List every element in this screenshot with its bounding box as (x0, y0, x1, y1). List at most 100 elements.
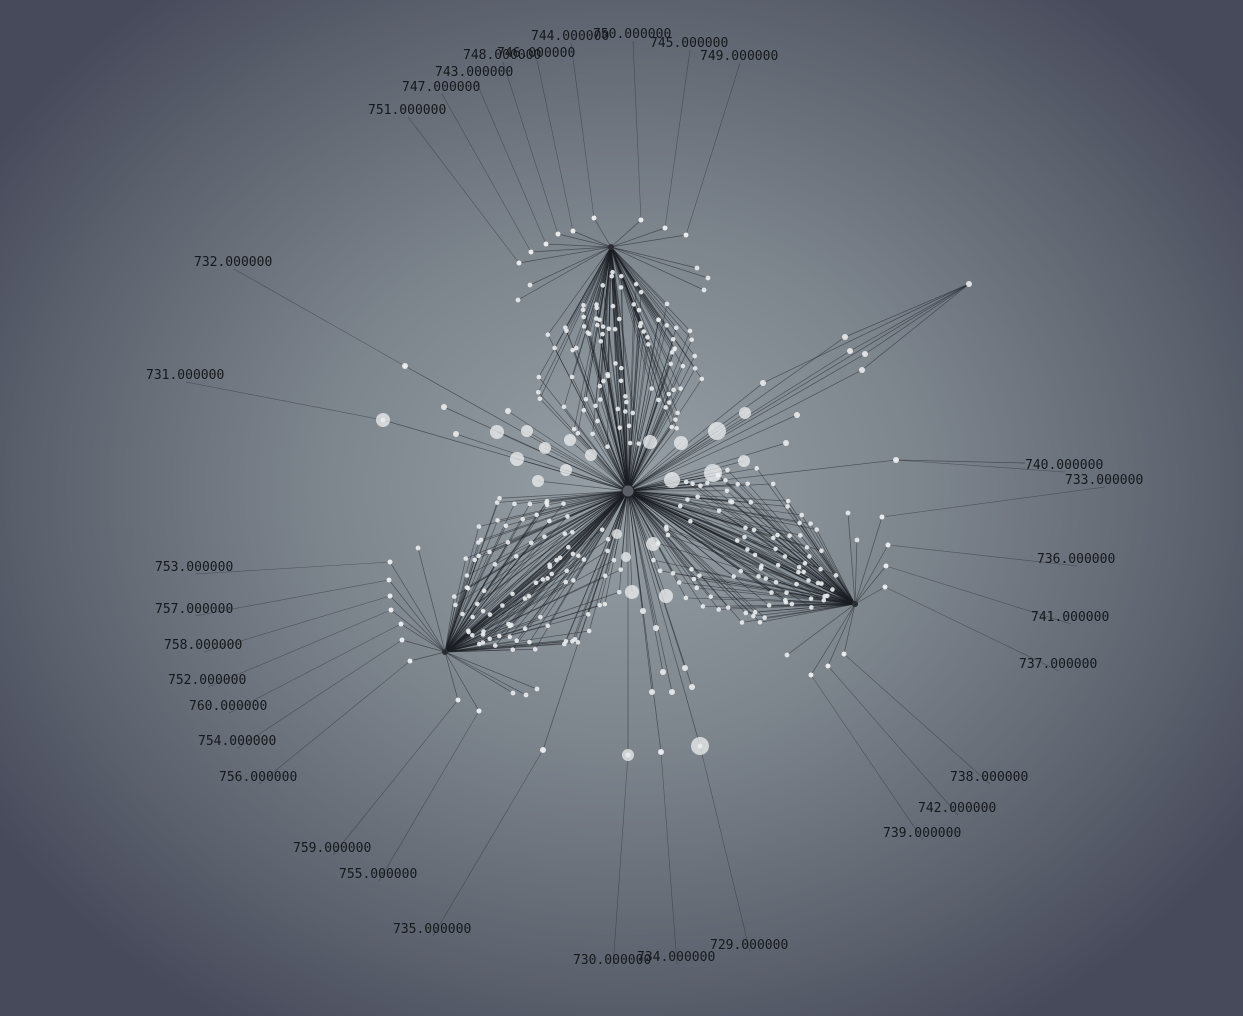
graph-node (689, 684, 695, 690)
graph-node (581, 324, 587, 329)
edge (854, 544, 889, 605)
node-label: 755.000000 (339, 867, 417, 882)
graph-node (752, 609, 758, 615)
graph-node (669, 424, 674, 430)
edge (389, 561, 446, 653)
graph-node (527, 501, 533, 507)
edge (539, 246, 612, 399)
graph-node (808, 521, 813, 526)
graph-node (682, 665, 688, 671)
graph-node (633, 281, 639, 287)
edge (583, 490, 629, 560)
edge (627, 336, 846, 492)
graph-node (602, 601, 608, 607)
edge (571, 246, 612, 378)
edge (627, 350, 851, 492)
edge (717, 474, 856, 605)
graph-node (651, 557, 656, 563)
graph-node (690, 481, 695, 487)
graph-node (617, 425, 623, 431)
graph-node (807, 554, 812, 559)
edge (595, 405, 629, 492)
graph-node (692, 366, 698, 371)
node-label: 729.000000 (710, 938, 788, 953)
graph-node (785, 504, 790, 509)
edge (194, 579, 390, 617)
graph-node (542, 534, 547, 539)
graph-node (756, 574, 761, 579)
graph-node (704, 464, 722, 482)
graph-node (595, 322, 600, 328)
hub-node-top (608, 244, 614, 250)
graph-node (672, 346, 678, 351)
hub-node-right (852, 601, 858, 607)
graph-node (615, 406, 621, 412)
edge (627, 490, 654, 545)
graph-node (819, 581, 824, 586)
graph-node (476, 553, 482, 559)
edge (602, 285, 629, 492)
graph-node (500, 603, 505, 608)
graph-node (646, 342, 651, 347)
graph-node (453, 431, 459, 437)
graph-node (476, 540, 481, 545)
graph-node (689, 566, 694, 572)
edge (544, 490, 629, 537)
edge (432, 749, 544, 937)
edge (610, 246, 696, 357)
graph-node (571, 578, 576, 583)
edge (844, 283, 970, 338)
graph-node (640, 608, 646, 614)
edge (816, 529, 856, 605)
graph-node (724, 488, 730, 494)
graph-node (671, 387, 676, 393)
edge (233, 268, 406, 367)
edge (627, 388, 653, 492)
node-label: 742.000000 (918, 801, 996, 816)
graph-node (481, 629, 486, 634)
edge (618, 319, 629, 492)
graph-node (785, 498, 791, 504)
graph-node (763, 576, 769, 581)
edge (627, 490, 824, 601)
graph-node (893, 457, 899, 463)
node-label: 760.000000 (189, 699, 267, 714)
graph-node (731, 574, 736, 579)
graph-node (398, 621, 404, 627)
graph-node (678, 386, 683, 391)
edge (444, 566, 550, 653)
node-label: 734.000000 (637, 950, 715, 965)
graph-node (697, 743, 703, 749)
edge (573, 428, 629, 492)
graph-node (562, 531, 568, 536)
edge (627, 323, 642, 492)
graph-node (687, 328, 693, 334)
edge (572, 230, 612, 248)
graph-node (476, 641, 482, 647)
graph-node (692, 353, 698, 359)
edge (549, 490, 629, 522)
edge (563, 406, 629, 492)
graph-node (666, 400, 672, 405)
graph-node (480, 640, 486, 645)
edge (539, 398, 629, 492)
graph-node (773, 579, 779, 585)
graph-node (545, 623, 551, 629)
edge (610, 246, 668, 305)
edge (610, 246, 642, 324)
edge (547, 490, 629, 506)
edge (627, 490, 770, 606)
edge (895, 459, 1026, 464)
graph-node (683, 595, 689, 601)
edge (557, 233, 612, 248)
graph-node (769, 590, 774, 595)
graph-node (626, 423, 632, 429)
graph-node (818, 566, 823, 572)
edge (444, 590, 485, 653)
graph-node (735, 481, 741, 487)
graph-node (487, 612, 493, 617)
edge (400, 623, 446, 653)
edge (610, 246, 659, 401)
edge (699, 745, 751, 953)
edge (627, 490, 659, 544)
